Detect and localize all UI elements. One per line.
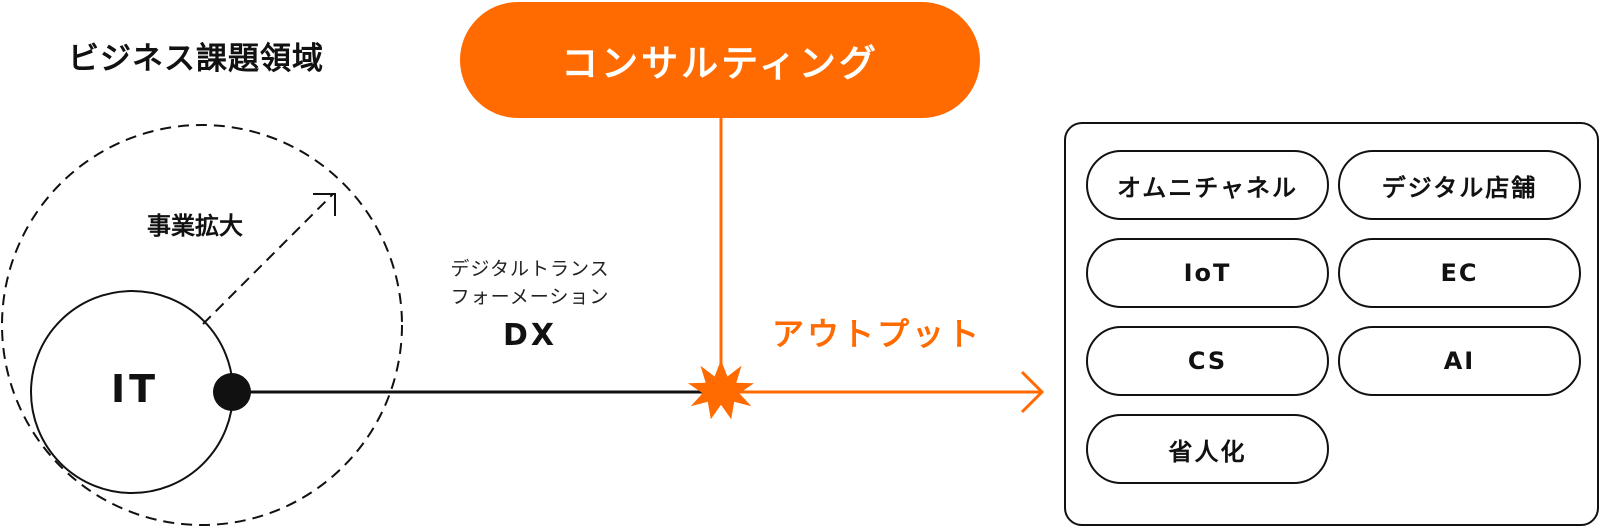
dx-full-name-line-2: フォーメーション	[450, 286, 610, 308]
it-label: IT	[110, 367, 160, 411]
consulting-label: コンサルティング	[561, 42, 879, 85]
business-domain-circle	[1, 124, 403, 526]
output-label: アウトプット	[772, 315, 983, 353]
output-pill-omnichannel: オムニチャネル	[1086, 150, 1329, 220]
consulting-pill: コンサルティング	[460, 2, 980, 118]
business-expansion-label: 事業拡大	[147, 212, 243, 240]
output-pill-cs: CS	[1086, 326, 1329, 396]
dx-label: DX	[502, 318, 558, 353]
output-pill-ai: AI	[1338, 326, 1581, 396]
output-pill-digital-store: デジタル店舗	[1338, 150, 1581, 220]
output-pill-iot: IoT	[1086, 238, 1329, 308]
dx-full-name: デジタルトランス フォーメーション	[425, 255, 635, 311]
outputs-panel: オムニチャネル デジタル店舗 IoT EC CS AI 省人化	[1064, 122, 1599, 526]
junction-burst-icon	[688, 360, 754, 420]
business-domain-title: ビジネス課題領域	[68, 41, 324, 77]
output-arrow-head	[1020, 370, 1045, 414]
output-pill-ec: EC	[1338, 238, 1581, 308]
expansion-arrow-head	[313, 193, 336, 216]
it-node-dot	[213, 373, 251, 411]
dx-full-name-line-1: デジタルトランス	[450, 258, 610, 280]
expansion-arrow-line	[202, 193, 334, 325]
output-pill-labor-saving: 省人化	[1086, 414, 1329, 484]
